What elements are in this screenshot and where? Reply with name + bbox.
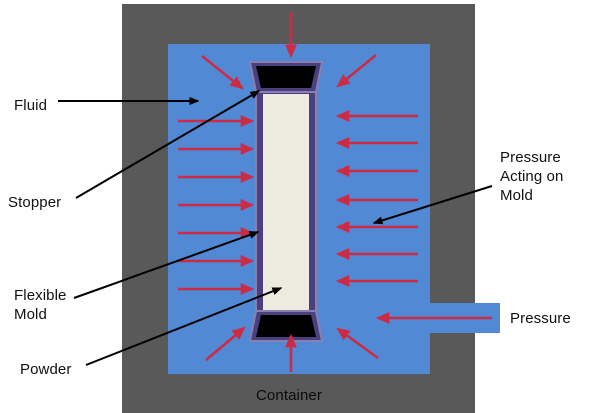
label-stopper: Stopper: [8, 194, 62, 211]
label-pressure-acting-on-mold: Pressure Acting on Mold: [500, 149, 564, 204]
pressure-arrow-group: [178, 12, 492, 372]
leader-powder: [85, 287, 283, 366]
top-stopper: [248, 61, 324, 93]
label-pressure: Pressure: [510, 310, 571, 327]
label-flexible-mold: Flexible Mold: [14, 287, 67, 323]
leader-flexible-mold: [73, 231, 260, 299]
arrow-right-diagonal-top: [336, 53, 377, 88]
leader-stopper: [75, 90, 261, 199]
leader-pressure-acting: [372, 185, 493, 225]
flexible-mold: [255, 87, 317, 331]
label-container: Container: [256, 387, 322, 404]
arrow-left-diagonal-bottom: [205, 326, 246, 361]
bottom-stopper: [248, 310, 324, 342]
leader-line-group: [58, 90, 493, 366]
powder-fill: [263, 94, 309, 324]
label-powder: Powder: [20, 361, 72, 378]
arrow-right-diagonal-bottom: [336, 327, 379, 360]
label-fluid: Fluid: [14, 97, 48, 114]
arrow-left-diagonal-top: [201, 54, 244, 90]
